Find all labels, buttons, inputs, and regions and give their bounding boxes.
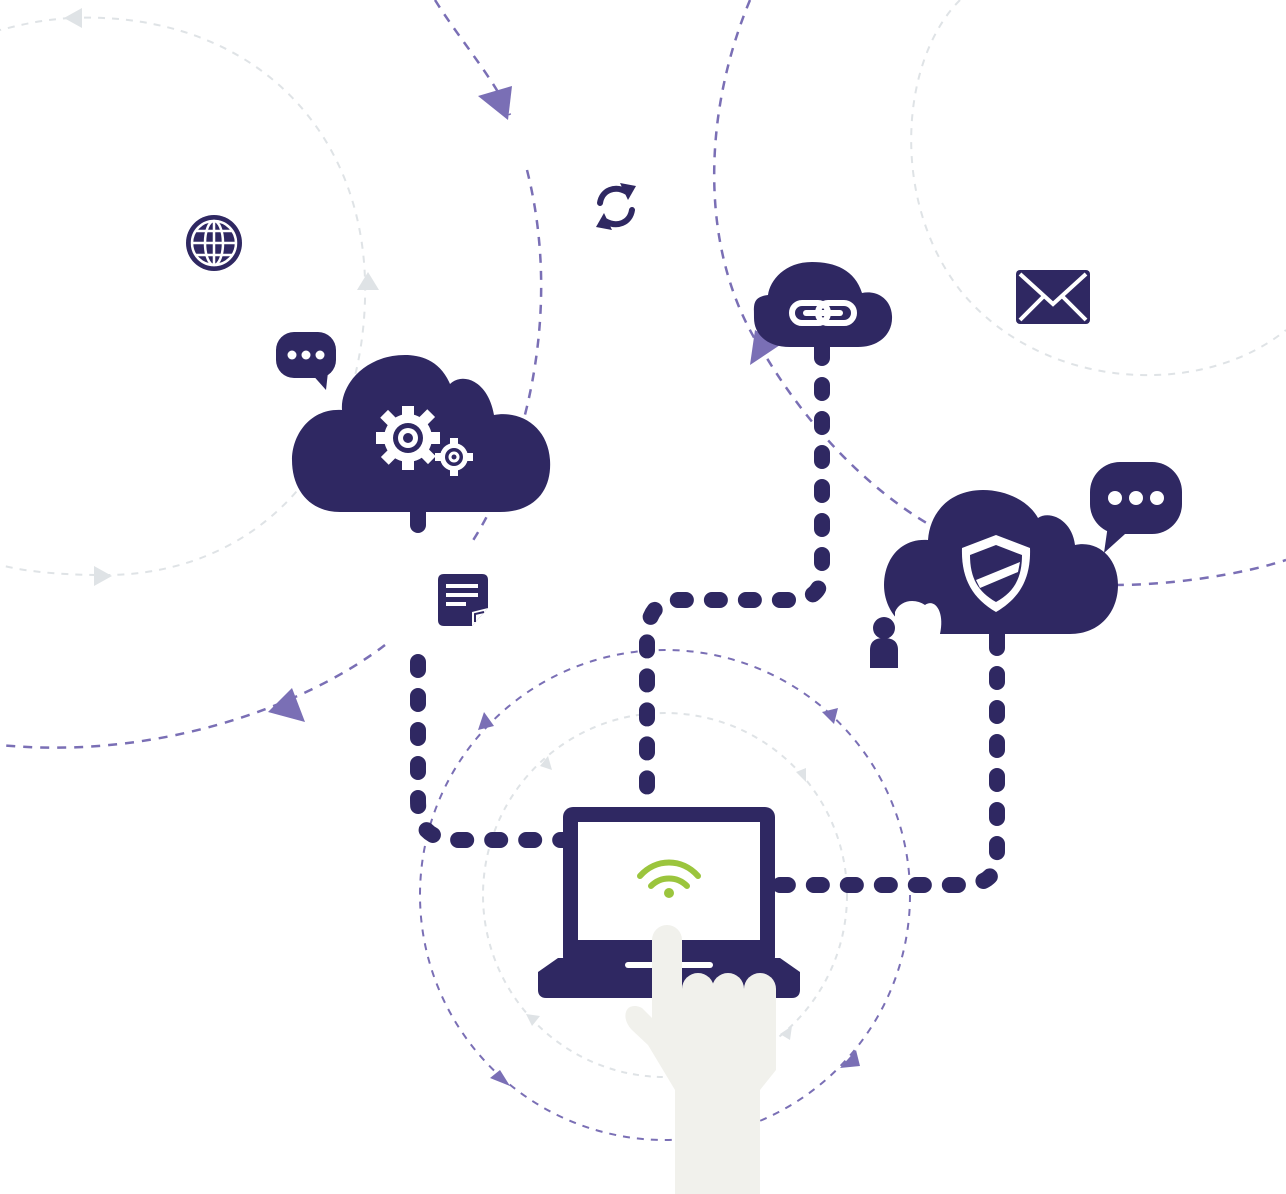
connection-shield-laptop [772, 632, 1005, 893]
arrow-head [822, 708, 838, 724]
arrow-head [526, 1014, 540, 1026]
cloud-shield [884, 490, 1118, 634]
orbit-laptop-inner [482, 712, 848, 1078]
arrow-head [780, 1026, 792, 1040]
shield-icon [961, 535, 1031, 612]
sync-icon [596, 183, 636, 230]
arrow-head [478, 712, 494, 730]
arrow-head [94, 566, 112, 586]
connection-link-laptop [639, 377, 830, 813]
wifi-icon [637, 859, 701, 898]
orbit-laptop-outer [419, 649, 911, 1141]
cloud-gears [292, 355, 551, 512]
background-orbits [0, 0, 1286, 1141]
user-icon [870, 617, 898, 668]
arrow-head [357, 272, 379, 290]
orbit-lavender-right [712, 0, 931, 527]
arrow-head [490, 1070, 510, 1086]
chat-bubble-icon [276, 332, 336, 390]
arrow-head [840, 1050, 860, 1068]
orbit-top-left [0, 16, 367, 577]
gears-icon [376, 406, 473, 476]
cloud-link [753, 262, 893, 347]
arrow-head [796, 768, 806, 782]
cloud-cutout [895, 600, 942, 634]
arrow-head [750, 330, 780, 365]
mail-icon [1016, 270, 1090, 324]
orbit-arrows [64, 8, 860, 1086]
chat-bubble-icon [1090, 462, 1182, 553]
document-icon [438, 574, 488, 626]
connections [410, 377, 1005, 893]
globe-icon [186, 215, 242, 271]
hand-pointer-icon [625, 925, 776, 1194]
arrow-head [268, 688, 305, 722]
orbit-top-right [910, 0, 1286, 376]
arrow-head [478, 86, 512, 120]
arrow-head [64, 8, 82, 28]
connection-gears-laptop [410, 654, 573, 848]
arrow-head [540, 756, 552, 770]
